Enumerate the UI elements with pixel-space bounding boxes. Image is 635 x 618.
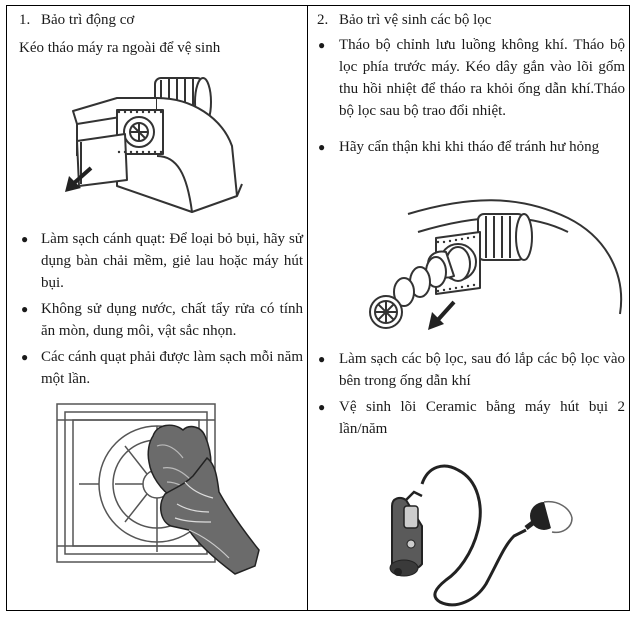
section-number: 2. (317, 12, 329, 28)
bullet-icon: ● (21, 302, 29, 316)
fan-unit-illustration (65, 77, 243, 213)
bullet-text: Tháo bộ chỉnh lưu luồng không khí. Tháo … (339, 37, 625, 119)
bullet-icon: ● (21, 232, 29, 246)
motor-maintenance-column: 1. Bảo trì động cơ Kéo tháo máy ra ngoài… (7, 6, 307, 610)
vacuum-cleaner-icon (389, 464, 573, 607)
filter-removal-illustration (369, 199, 623, 607)
bullet-text: Vệ sinh lõi Ceramic bằng máy hút bụi 2 l… (339, 399, 625, 437)
bullet-icon: ● (318, 38, 326, 52)
bullet-text: Các cánh quạt phải được làm sạch mỗi năm… (41, 349, 303, 387)
section-heading: Bảo trì vệ sinh các bộ lọc (339, 12, 492, 28)
bullet-icon: ● (318, 140, 326, 154)
bullet-icon: ● (318, 400, 326, 414)
section-heading: Bảo trì động cơ (41, 12, 135, 28)
bullet-icon: ● (21, 350, 29, 364)
bullet-text: Không sử dụng nước, chất tẩy rửa có tính… (41, 301, 303, 339)
cleaning-fan-illustration (56, 403, 260, 575)
column-divider (307, 6, 308, 610)
maintenance-table: 1. Bảo trì động cơ Kéo tháo máy ra ngoài… (6, 5, 630, 611)
pull-arrow-icon (65, 166, 93, 192)
filter-maintenance-column: 2. Bảo trì vệ sinh các bộ lọc ● Tháo bộ … (308, 6, 629, 610)
pull-arrow-icon (428, 300, 456, 330)
bullet-text: Hãy cẩn thận khi khi tháo để tránh hư hỏ… (339, 139, 600, 155)
bullet-text: Làm sạch các bộ lọc, sau đó lắp các bộ l… (339, 351, 625, 389)
section-number: 1. (19, 12, 31, 28)
bullet-icon: ● (318, 352, 326, 366)
bullet-text: Làm sạch cánh quạt: Để loại bỏ bụi, hãy … (41, 231, 303, 291)
gloved-hand-icon (147, 424, 260, 575)
intro-text: Kéo tháo máy ra ngoài để vệ sinh (19, 40, 221, 56)
